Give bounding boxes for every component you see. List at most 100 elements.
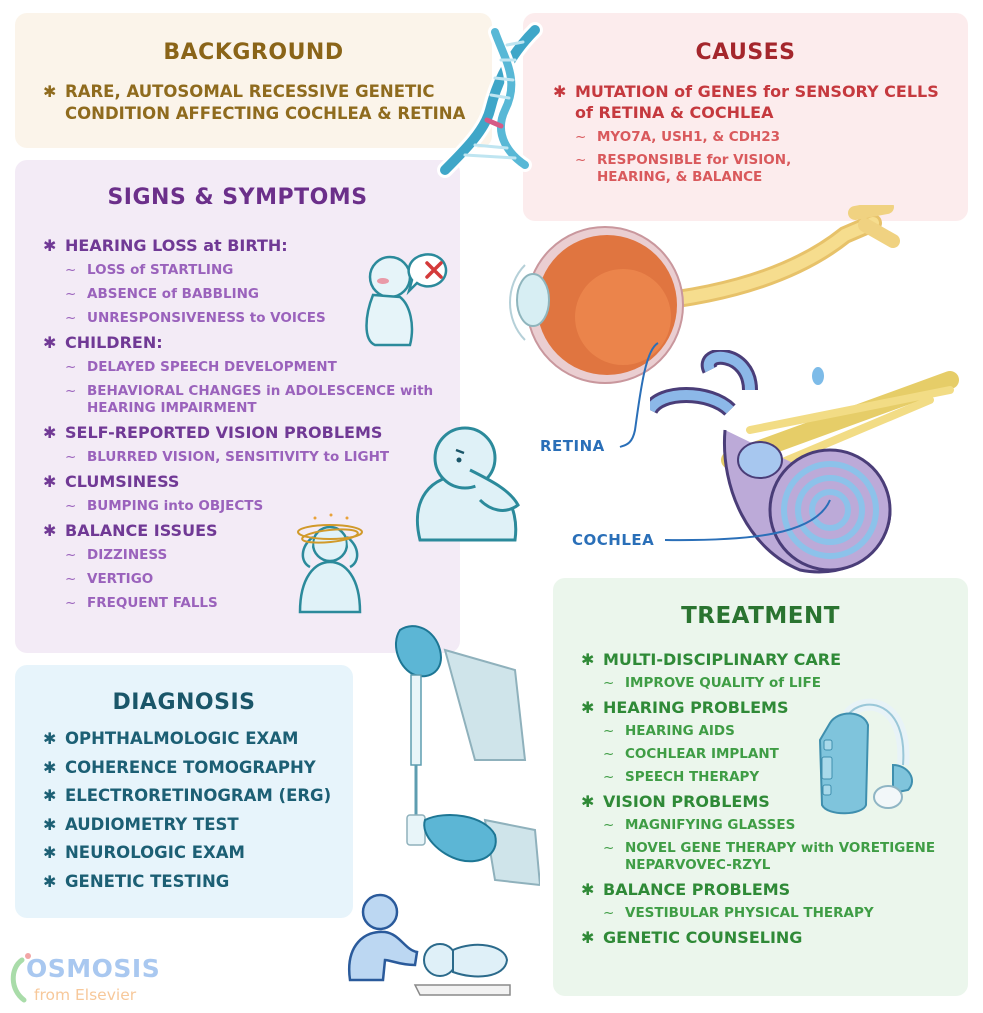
tilde-bullet-icon: ~ [603, 723, 615, 739]
diagnosis-item: ✱COHERENCE TOMOGRAPHY [43, 758, 353, 778]
treatment-subitem: ~NOVEL GENE THERAPY with VORETIGENE NEPA… [581, 840, 966, 874]
osmosis-logo[interactable]: OSMOSIS from Elsevier [8, 950, 168, 1010]
diagnosis-item-text: ELECTRORETINOGRAM (ERG) [65, 786, 332, 805]
treatment-item: ✱ HEARING PROBLEMS [581, 698, 966, 717]
dizzy-person-icon [297, 513, 363, 614]
treatment-subitem: ~MAGNIFYING GLASSES [581, 817, 966, 834]
signs-subitem: ~ VERTIGO [43, 571, 463, 588]
diagnosis-item: ✱ ELECTRORETINOGRAM (ERG) [43, 786, 353, 806]
signs-item-text: BALANCE ISSUES [65, 521, 218, 540]
asterisk-bullet-icon: ✱ [43, 521, 57, 540]
tilde-bullet-icon: ~ [65, 359, 77, 375]
signs-symptoms-title: SIGNS & SYMPTOMS [107, 185, 368, 210]
asterisk-bullet-icon: ✱ [43, 729, 57, 748]
signs-subitem-text: UNRESPONSIVENESS to VOICES [87, 310, 326, 326]
signs-subitem-text: VERTIGO [87, 571, 154, 587]
signs-symptoms-list: ✱HEARING LOSS at BIRTH: ~ LOSS of STARTLI… [43, 230, 463, 612]
treatment-item: ✱VISION PROBLEMS [581, 792, 966, 811]
patient-exam-icon [347, 893, 511, 996]
hearing-aid-icon [818, 698, 913, 815]
diagnosis-item: ✱ GENETIC TESTING [43, 872, 353, 892]
tilde-bullet-icon: ~ [65, 383, 77, 399]
signs-subitem: ~DELAYED SPEECH DEVELOPMENT [43, 359, 463, 376]
tilde-bullet-icon: ~ [65, 571, 77, 587]
treatment-subitem-text: NOVEL GENE THERAPY with VORETIGENE NEPAR… [625, 840, 936, 873]
tilde-bullet-icon: ~ [575, 152, 587, 168]
causes-item: ✱ MUTATION of GENES for SENSORY CELLS of… [553, 81, 953, 123]
diagnosis-item-text: AUDIOMETRY TEST [65, 814, 239, 834]
asterisk-bullet-icon: ✱ [581, 698, 595, 717]
signs-subitem-text: BUMPING into OBJECTS [87, 498, 264, 514]
diagnosis-item-text: GENETIC TESTING [65, 871, 230, 891]
asterisk-bullet-icon: ✱ [43, 423, 57, 442]
causes-item-text: MUTATION of GENES for SENSORY CELLS of R… [575, 82, 939, 122]
signs-symptoms-panel: SIGNS & SYMPTOMS ✱HEARING LOSS at BIRTH:… [15, 160, 460, 653]
asterisk-bullet-icon: ✱ [43, 333, 57, 352]
tilde-bullet-icon: ~ [65, 310, 77, 326]
asterisk-bullet-icon: ✱ [581, 928, 595, 947]
signs-item-text: CLUMSINESS [65, 472, 180, 491]
tilde-bullet-icon: ~ [603, 905, 615, 921]
deaf-baby-illustration-icon [365, 253, 448, 347]
signs-subitem: ~ LOSS of STARTLING [43, 262, 463, 279]
background-item: ✱ RARE, AUTOSOMAL RECESSIVE GENETIC COND… [43, 81, 483, 125]
tilde-bullet-icon: ~ [65, 262, 77, 278]
treatment-item-text: HEARING PROBLEMS [603, 698, 789, 717]
dna-helix-icon [437, 22, 543, 178]
tilde-bullet-icon: ~ [65, 595, 77, 611]
causes-subitem: ~ MYO7A, USH1, & CDH23 [553, 129, 953, 146]
signs-subitem-text: LOSS of STARTLING [87, 262, 234, 278]
causes-list: ✱ MUTATION of GENES for SENSORY CELLS of… [553, 81, 953, 186]
cochlea-label: COCHLEA [572, 531, 655, 549]
asterisk-bullet-icon: ✱ [581, 792, 595, 811]
causes-panel: CAUSES ✱ MUTATION of GENES for SENSORY C… [523, 13, 968, 221]
retina-label: RETINA [540, 437, 605, 455]
inner-ear-cochlea-illustration [650, 350, 959, 574]
treatment-subitem: ~IMPROVE QUALITY of LIFE [581, 675, 966, 692]
causes-title: CAUSES [695, 40, 796, 65]
tilde-bullet-icon: ~ [575, 129, 587, 145]
signs-item: ✱ CHILDREN: [43, 333, 463, 352]
signs-subitem: ~BLURRED VISION, SENSITIVITY to LIGHT [43, 449, 463, 466]
signs-subitem: ~FREQUENT FALLS [43, 595, 463, 612]
treatment-subitem: ~HEARING AIDS [581, 723, 966, 740]
treatment-item: ✱BALANCE PROBLEMS [581, 880, 966, 899]
diagnosis-title: DIAGNOSIS [112, 690, 256, 715]
causes-subitem-text: RESPONSIBLE for VISION, HEARING, & BALAN… [597, 152, 792, 185]
signs-subitem: ~ BUMPING into OBJECTS [43, 498, 463, 515]
causes-subitem-text: MYO7A, USH1, & CDH23 [597, 129, 781, 145]
causes-subitem: ~ RESPONSIBLE for VISION, HEARING, & BAL… [553, 152, 953, 186]
signs-subitem: ~DIZZINESS [43, 547, 463, 564]
signs-item-text: SELF-REPORTED VISION PROBLEMS [65, 423, 383, 442]
diagnosis-panel: DIAGNOSIS ✱ OPHTHALMOLOGIC EXAM ✱COHERENC… [15, 665, 353, 918]
asterisk-bullet-icon: ✱ [553, 82, 567, 101]
signs-item: ✱HEARING LOSS at BIRTH: [43, 236, 463, 255]
signs-subitem: ~ UNRESPONSIVENESS to VOICES [43, 310, 463, 327]
treatment-item-text: MULTI-DISCIPLINARY CARE [603, 650, 842, 669]
signs-subitem: ~ABSENCE of BABBLING [43, 286, 463, 303]
asterisk-bullet-icon: ✱ [581, 650, 595, 669]
diagnosis-item-text: OPHTHALMOLOGIC EXAM [65, 729, 299, 748]
asterisk-bullet-icon: ✱ [43, 871, 57, 891]
signs-item-text: CHILDREN: [65, 333, 163, 352]
pointer-lines [619, 342, 831, 542]
eye-optic-nerve-illustration [509, 205, 900, 384]
treatment-subitem-text: COCHLEAR IMPLANT [625, 746, 779, 762]
tilde-bullet-icon: ~ [603, 675, 615, 691]
tilde-bullet-icon: ~ [65, 286, 77, 302]
asterisk-bullet-icon: ✱ [43, 843, 57, 862]
treatment-item: ✱ MULTI-DISCIPLINARY CARE [581, 650, 966, 669]
osmosis-logo-mark-icon [10, 953, 31, 1003]
brand-tagline: from Elsevier [34, 986, 137, 1004]
asterisk-bullet-icon: ✱ [43, 786, 57, 805]
asterisk-bullet-icon: ✱ [43, 472, 57, 491]
treatment-subitem-text: VESTIBULAR PHYSICAL THERAPY [625, 905, 874, 921]
tilde-bullet-icon: ~ [65, 498, 77, 514]
background-item-text: RARE, AUTOSOMAL RECESSIVE GENETIC CONDIT… [65, 82, 466, 123]
asterisk-bullet-icon: ✱ [43, 757, 57, 777]
tilde-bullet-icon: ~ [65, 547, 77, 563]
signs-item: ✱ CLUMSINESS [43, 472, 463, 491]
diagnosis-list: ✱ OPHTHALMOLOGIC EXAM ✱COHERENCE TOMOGRAP… [43, 729, 353, 900]
treatment-item: ✱GENETIC COUNSELING [581, 928, 966, 947]
asterisk-bullet-icon: ✱ [581, 880, 595, 899]
